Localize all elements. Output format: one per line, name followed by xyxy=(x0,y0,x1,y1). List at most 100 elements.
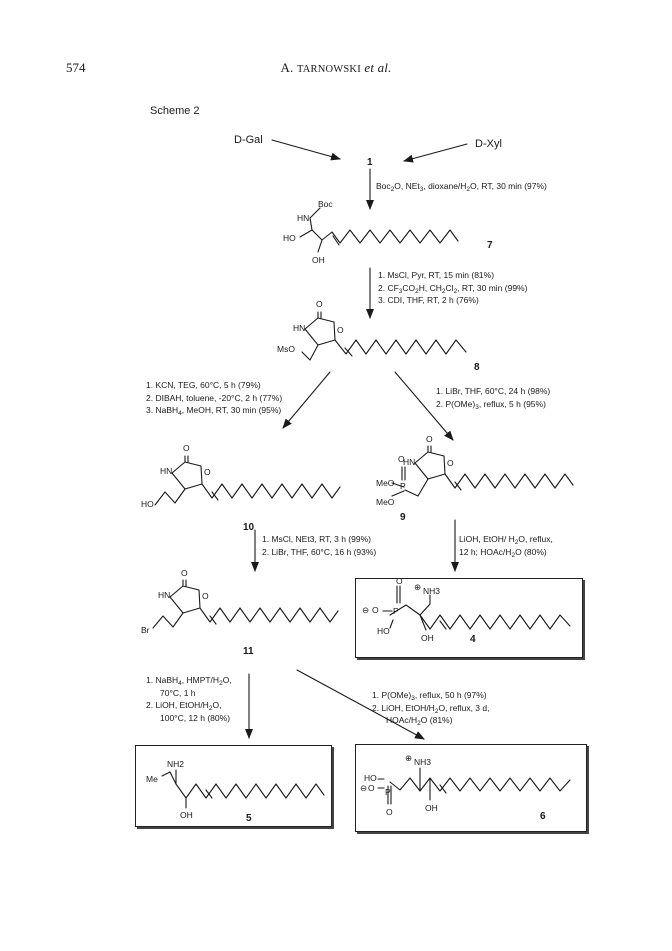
atom-o: O xyxy=(396,576,403,586)
atom-me: Me xyxy=(146,774,158,784)
atom-p: P xyxy=(385,787,391,797)
step-line: 12 h; HOAc/H2O (80%) xyxy=(459,546,547,559)
atom-o: O xyxy=(337,325,344,335)
compound-number-4: 4 xyxy=(470,634,476,645)
atom-o: O xyxy=(202,591,209,601)
step-line: 1. MsCl, Pyr, RT, 15 min (81%) xyxy=(378,270,495,280)
conditions-step-2: 1. MsCl, Pyr, RT, 15 min (81%) 2. CF3CO2… xyxy=(378,269,527,307)
step-line: 2. DIBAH, toluene, -20°C, 2 h (77%) xyxy=(146,392,283,403)
atom-meo: MeO xyxy=(376,478,395,488)
page-number: 574 xyxy=(66,60,86,75)
atom-o: O xyxy=(398,454,405,464)
atom-o: O xyxy=(426,434,433,444)
step-line: 2. LiOH, EtOH/H2O, xyxy=(146,700,222,712)
atom-hn: HN xyxy=(158,590,170,600)
atom-boc: Boc xyxy=(318,199,333,209)
atom-ho: HO xyxy=(377,626,390,636)
atom-nh3: NH3 xyxy=(423,586,440,596)
structure-6 xyxy=(377,767,571,805)
atom-p: P xyxy=(393,606,399,616)
atom-ho: HO xyxy=(364,773,377,783)
structure-11 xyxy=(152,579,339,629)
product-box-4 xyxy=(355,578,583,658)
structure-10 xyxy=(154,455,341,506)
atom-ho: HO xyxy=(141,499,154,509)
conditions-step-4: 1. LiBr, THF, 60°C, 24 h (98%) 2. P(OMe)… xyxy=(436,385,550,410)
step-line: 1. NaBH4, HMPT/H2O, xyxy=(146,675,232,687)
arrow-11-to-6 xyxy=(296,669,425,740)
atom-plus: ⊕ xyxy=(414,582,421,592)
atom-hn: HN xyxy=(160,466,172,476)
compound-number-1: 1 xyxy=(367,157,373,168)
running-head: A. Tarnowski et al. xyxy=(0,60,672,76)
compound-number-5: 5 xyxy=(246,813,252,824)
step-line: 2. LiBr, THF, 60°C, 16 h (93%) xyxy=(262,546,377,557)
atom-p: P xyxy=(400,481,406,491)
step-line: 3. CDI, THF, RT, 2 h (76%) xyxy=(378,295,479,305)
atom-o: O xyxy=(372,605,379,615)
compound-number-11: 11 xyxy=(243,646,254,657)
step-line: 1. KCN, TEG, 60°C, 5 h (79%) xyxy=(146,380,261,390)
atom-ho: HO xyxy=(283,233,296,243)
atom-minus: ⊖ xyxy=(362,605,369,615)
arrow-dgal-to-1 xyxy=(271,139,341,161)
step-line: 2. CF3CO2H, CH2Cl2, RT, 30 min (99%) xyxy=(378,282,528,295)
compound-number-10: 10 xyxy=(243,522,255,533)
atom-meo: MeO xyxy=(376,497,395,507)
step-line: 1. MsCl, NEt3, RT, 3 h (99%) xyxy=(262,534,371,544)
step-line: 70°C, 1 h xyxy=(160,687,196,698)
atom-oh: OH xyxy=(180,810,193,820)
step-line: 1. P(OMe)3, reflux, 50 h (97%) xyxy=(372,690,487,702)
conditions-step-6: LiOH, EtOH/ H2O, reflux, 12 h; HOAc/H2O … xyxy=(459,533,553,558)
atom-o: O xyxy=(447,458,454,468)
compound-number-6: 6 xyxy=(540,811,546,822)
step-line: LiOH, EtOH/ H2O, reflux, xyxy=(459,534,553,546)
compound-number-9: 9 xyxy=(400,512,406,523)
atom-plus: ⊕ xyxy=(405,753,412,763)
compound-number-7: 7 xyxy=(487,240,493,251)
atom-hn: HN xyxy=(293,323,305,333)
step-line: 2. P(OMe)3, reflux, 5 h (95%) xyxy=(436,398,546,411)
arrow-8-to-9 xyxy=(394,371,454,441)
scheme-title: Scheme 2 xyxy=(150,105,200,117)
structure-4 xyxy=(382,585,571,631)
atom-nh2: NH2 xyxy=(167,759,184,769)
conditions-step-8: 1. P(OMe)3, reflux, 50 h (97%) 2. LiOH, … xyxy=(372,689,489,727)
conditions-step-1: Boc2O, NEt3, dioxane/H2O, RT, 30 min (97… xyxy=(376,181,547,193)
arrow-8-to-10 xyxy=(282,371,331,429)
structure-9 xyxy=(391,445,574,497)
start-material-dxyl: D-Xyl xyxy=(475,138,502,150)
product-box-6 xyxy=(355,744,587,832)
atom-mso: MsO xyxy=(277,344,295,354)
atom-hn: HN xyxy=(403,457,415,467)
atom-oh: OH xyxy=(425,803,438,813)
atom-oh: OH xyxy=(421,633,434,643)
conditions-step-7: 1. NaBH4, HMPT/H2O, 70°C, 1 h 2. LiOH, E… xyxy=(146,674,232,724)
step-line: 2. LiOH, EtOH/H2O, reflux, 3 d, xyxy=(372,702,490,715)
structure-7 xyxy=(299,207,459,253)
atom-o: O xyxy=(386,807,393,817)
structure-8 xyxy=(301,311,467,361)
structure-5 xyxy=(161,769,325,809)
et-al: et al. xyxy=(364,60,392,75)
atom-o: O xyxy=(316,299,323,309)
step-line: HOAc/H2O (81%) xyxy=(386,715,453,727)
atom-hn: HN xyxy=(297,213,309,223)
atom-o: O xyxy=(368,783,375,793)
atom-oh: OH xyxy=(312,255,325,265)
atom-br: Br xyxy=(141,625,150,635)
compound-number-8: 8 xyxy=(474,362,480,373)
step-line: 100°C, 12 h (80%) xyxy=(160,712,231,723)
atom-o: O xyxy=(183,443,190,453)
author-initial: A. xyxy=(280,60,297,75)
product-box-5 xyxy=(135,745,332,827)
start-material-dgal: D-Gal xyxy=(234,134,263,146)
atom-o: O xyxy=(181,568,188,578)
step-line: 1. LiBr, THF, 60°C, 24 h (98%) xyxy=(436,386,551,396)
step-line: 3. NaBH4, MeOH, RT, 30 min (95%) xyxy=(146,405,282,417)
conditions-step-3: 1. KCN, TEG, 60°C, 5 h (79%) 2. DIBAH, t… xyxy=(146,379,282,417)
atom-minus: ⊖ xyxy=(360,783,367,793)
author-surname: Tarnowski xyxy=(296,64,361,75)
atom-nh3: NH3 xyxy=(414,757,431,767)
